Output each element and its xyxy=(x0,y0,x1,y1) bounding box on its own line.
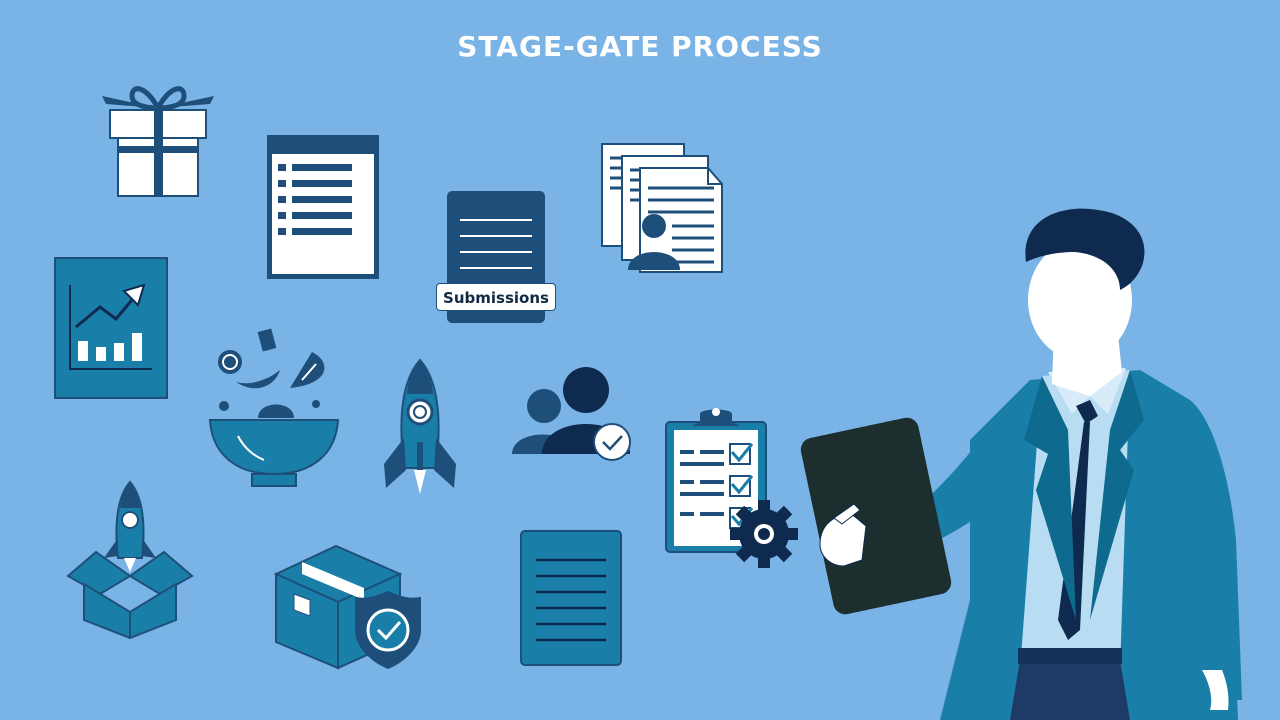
page-title: STAGE-GATE PROCESS xyxy=(457,30,823,63)
rocket-box-launch-icon xyxy=(66,480,194,640)
text-document-icon xyxy=(520,530,622,666)
clipboard-gear-icon xyxy=(665,408,798,568)
secure-package-icon xyxy=(274,544,421,670)
stacked-documents-icon xyxy=(601,143,723,273)
approved-users-icon xyxy=(512,367,631,461)
growth-chart-icon xyxy=(54,257,168,399)
rocket-icon xyxy=(384,358,456,494)
gift-icon xyxy=(102,86,214,197)
businessman-tablet-illustration xyxy=(800,208,1242,720)
checklist-document-icon xyxy=(267,135,379,279)
food-bowl-icon xyxy=(208,328,340,487)
submissions-label: Submissions xyxy=(436,283,556,311)
